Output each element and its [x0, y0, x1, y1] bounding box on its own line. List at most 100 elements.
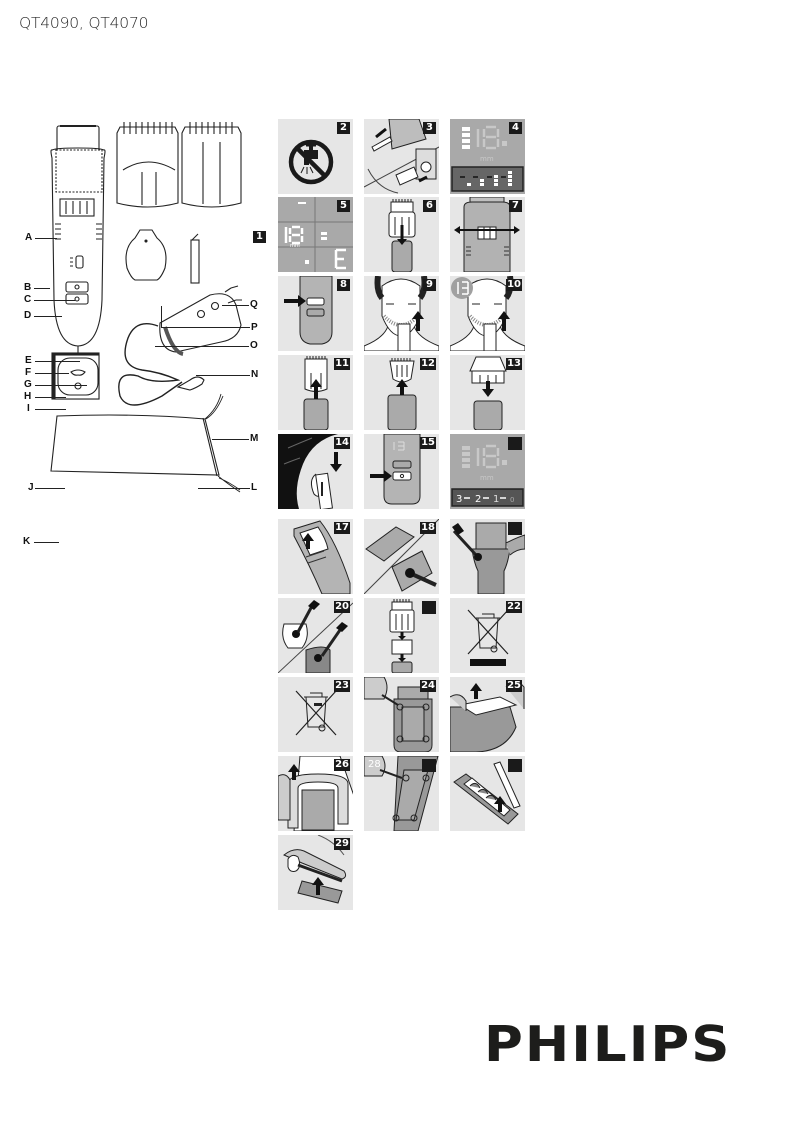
step-panel-15: 15 [364, 434, 439, 509]
leader-line [35, 397, 66, 398]
leader-line [35, 373, 69, 374]
document-title: QT4090, QT4070 [19, 14, 149, 32]
step-number: 14 [334, 437, 350, 449]
figure-number-badge: 1 [253, 231, 266, 243]
attach-precision-icon [387, 358, 417, 430]
step-panel-20: 20 [278, 598, 353, 673]
product-overview-drawing [50, 122, 242, 493]
step-panel-21 [364, 598, 439, 673]
part-label-e: E [25, 355, 32, 366]
leader-line [34, 316, 62, 317]
leader-line [198, 488, 250, 489]
leader-line [212, 439, 249, 440]
trim-sideburn-icon [278, 434, 342, 509]
part-label-l: L [251, 482, 258, 493]
step-panel-19 [450, 519, 525, 594]
part-label-c: C [24, 294, 32, 305]
step-panel-9: 9 [364, 276, 439, 351]
step-panel-12: 12 [364, 355, 439, 430]
step-number: 12 [420, 358, 436, 370]
step-number: 9 [423, 279, 436, 291]
step-panel-22: 22 [450, 598, 525, 673]
part-label-o: O [250, 340, 258, 351]
reattach-unit-icon [389, 599, 415, 673]
battery-display-icon: mm [451, 125, 524, 192]
leader-line [35, 409, 66, 410]
svg-text:mm: mm [480, 474, 494, 482]
step-panel-13: 13 [450, 355, 525, 430]
trim-beard-icon [364, 276, 439, 351]
step-number: 13 [506, 358, 522, 370]
unit-label: mm [480, 155, 494, 163]
power-button-icon [284, 276, 333, 345]
step-panel-28: 28 [364, 756, 439, 831]
part-label-d: D [24, 310, 32, 321]
step-panel-8: 8 [278, 276, 353, 351]
step-number-blank [508, 522, 522, 535]
countdown-1: 1 [493, 494, 499, 505]
step-number: 22 [506, 601, 522, 613]
plug-adapter-icon [364, 119, 439, 194]
attach-comb-icon [388, 199, 416, 272]
remove-housing-icon [278, 756, 353, 831]
step-number: 23 [334, 680, 350, 692]
leader-line [34, 300, 75, 301]
step-number: 17 [334, 522, 350, 534]
leader-line [35, 238, 57, 239]
step-number: 25 [506, 680, 522, 692]
trim-beard-display-icon [450, 276, 525, 351]
leader-line [161, 306, 162, 327]
open-unit-icon [293, 520, 351, 594]
countdown-display-icon: mm 3 2 1 0 [451, 444, 524, 507]
step-number: 11 [334, 358, 350, 370]
part-label-f: F [25, 367, 32, 378]
part-label-a: A [25, 232, 33, 243]
step-number: 15 [420, 437, 436, 449]
step-panel-27 [450, 756, 525, 831]
lock-button-icon [370, 434, 421, 505]
leader-line [35, 361, 80, 362]
step-number-blank [508, 759, 522, 772]
step-number: 29 [334, 838, 350, 850]
countdown-2: 2 [475, 494, 481, 505]
part-label-k: K [23, 536, 31, 547]
recycle-battery-icon [295, 690, 337, 736]
leader-line [155, 346, 249, 347]
part-label-i: I [27, 403, 30, 414]
step-number: 24 [420, 680, 436, 692]
part-label-q: Q [250, 299, 258, 310]
leader-line [196, 375, 250, 376]
step-number: 8 [337, 279, 350, 291]
countdown-3: 3 [456, 494, 462, 505]
zoom-wheel-icon [454, 197, 520, 272]
remove-head-icon [469, 356, 507, 430]
part-label-h: H [24, 391, 32, 402]
step-number-blank [422, 601, 436, 614]
step-number: 4 [509, 122, 522, 134]
brush-clean-head-icon [278, 600, 353, 673]
step-number: 10 [506, 279, 522, 291]
part-label-p: P [251, 322, 258, 333]
remove-battery-icon [453, 761, 521, 825]
leader-line [35, 488, 65, 489]
step-panel-18: 18 [364, 519, 439, 594]
leader-line [34, 288, 50, 289]
clean-unit-icon [364, 519, 439, 594]
countdown-0: 0 [510, 496, 514, 504]
part-label-n: N [251, 369, 259, 380]
step-number: 7 [509, 200, 522, 212]
step-panel-7: 7 [450, 197, 525, 272]
step-number: 28 [368, 759, 381, 770]
step-panel-23: 23 [278, 677, 353, 752]
part-label-g: G [24, 379, 32, 390]
attach-comb-icon [303, 356, 329, 430]
step-panel-29: 29 [278, 835, 353, 910]
step-number: 26 [334, 759, 350, 771]
step-panel-14: 14 [278, 434, 353, 509]
step-number: 6 [423, 200, 436, 212]
leader-line [222, 305, 249, 306]
step-number: 18 [420, 522, 436, 534]
leader-line [161, 327, 250, 328]
no-water-tap-icon [288, 139, 334, 185]
step-panel-26: 26 [278, 756, 353, 831]
